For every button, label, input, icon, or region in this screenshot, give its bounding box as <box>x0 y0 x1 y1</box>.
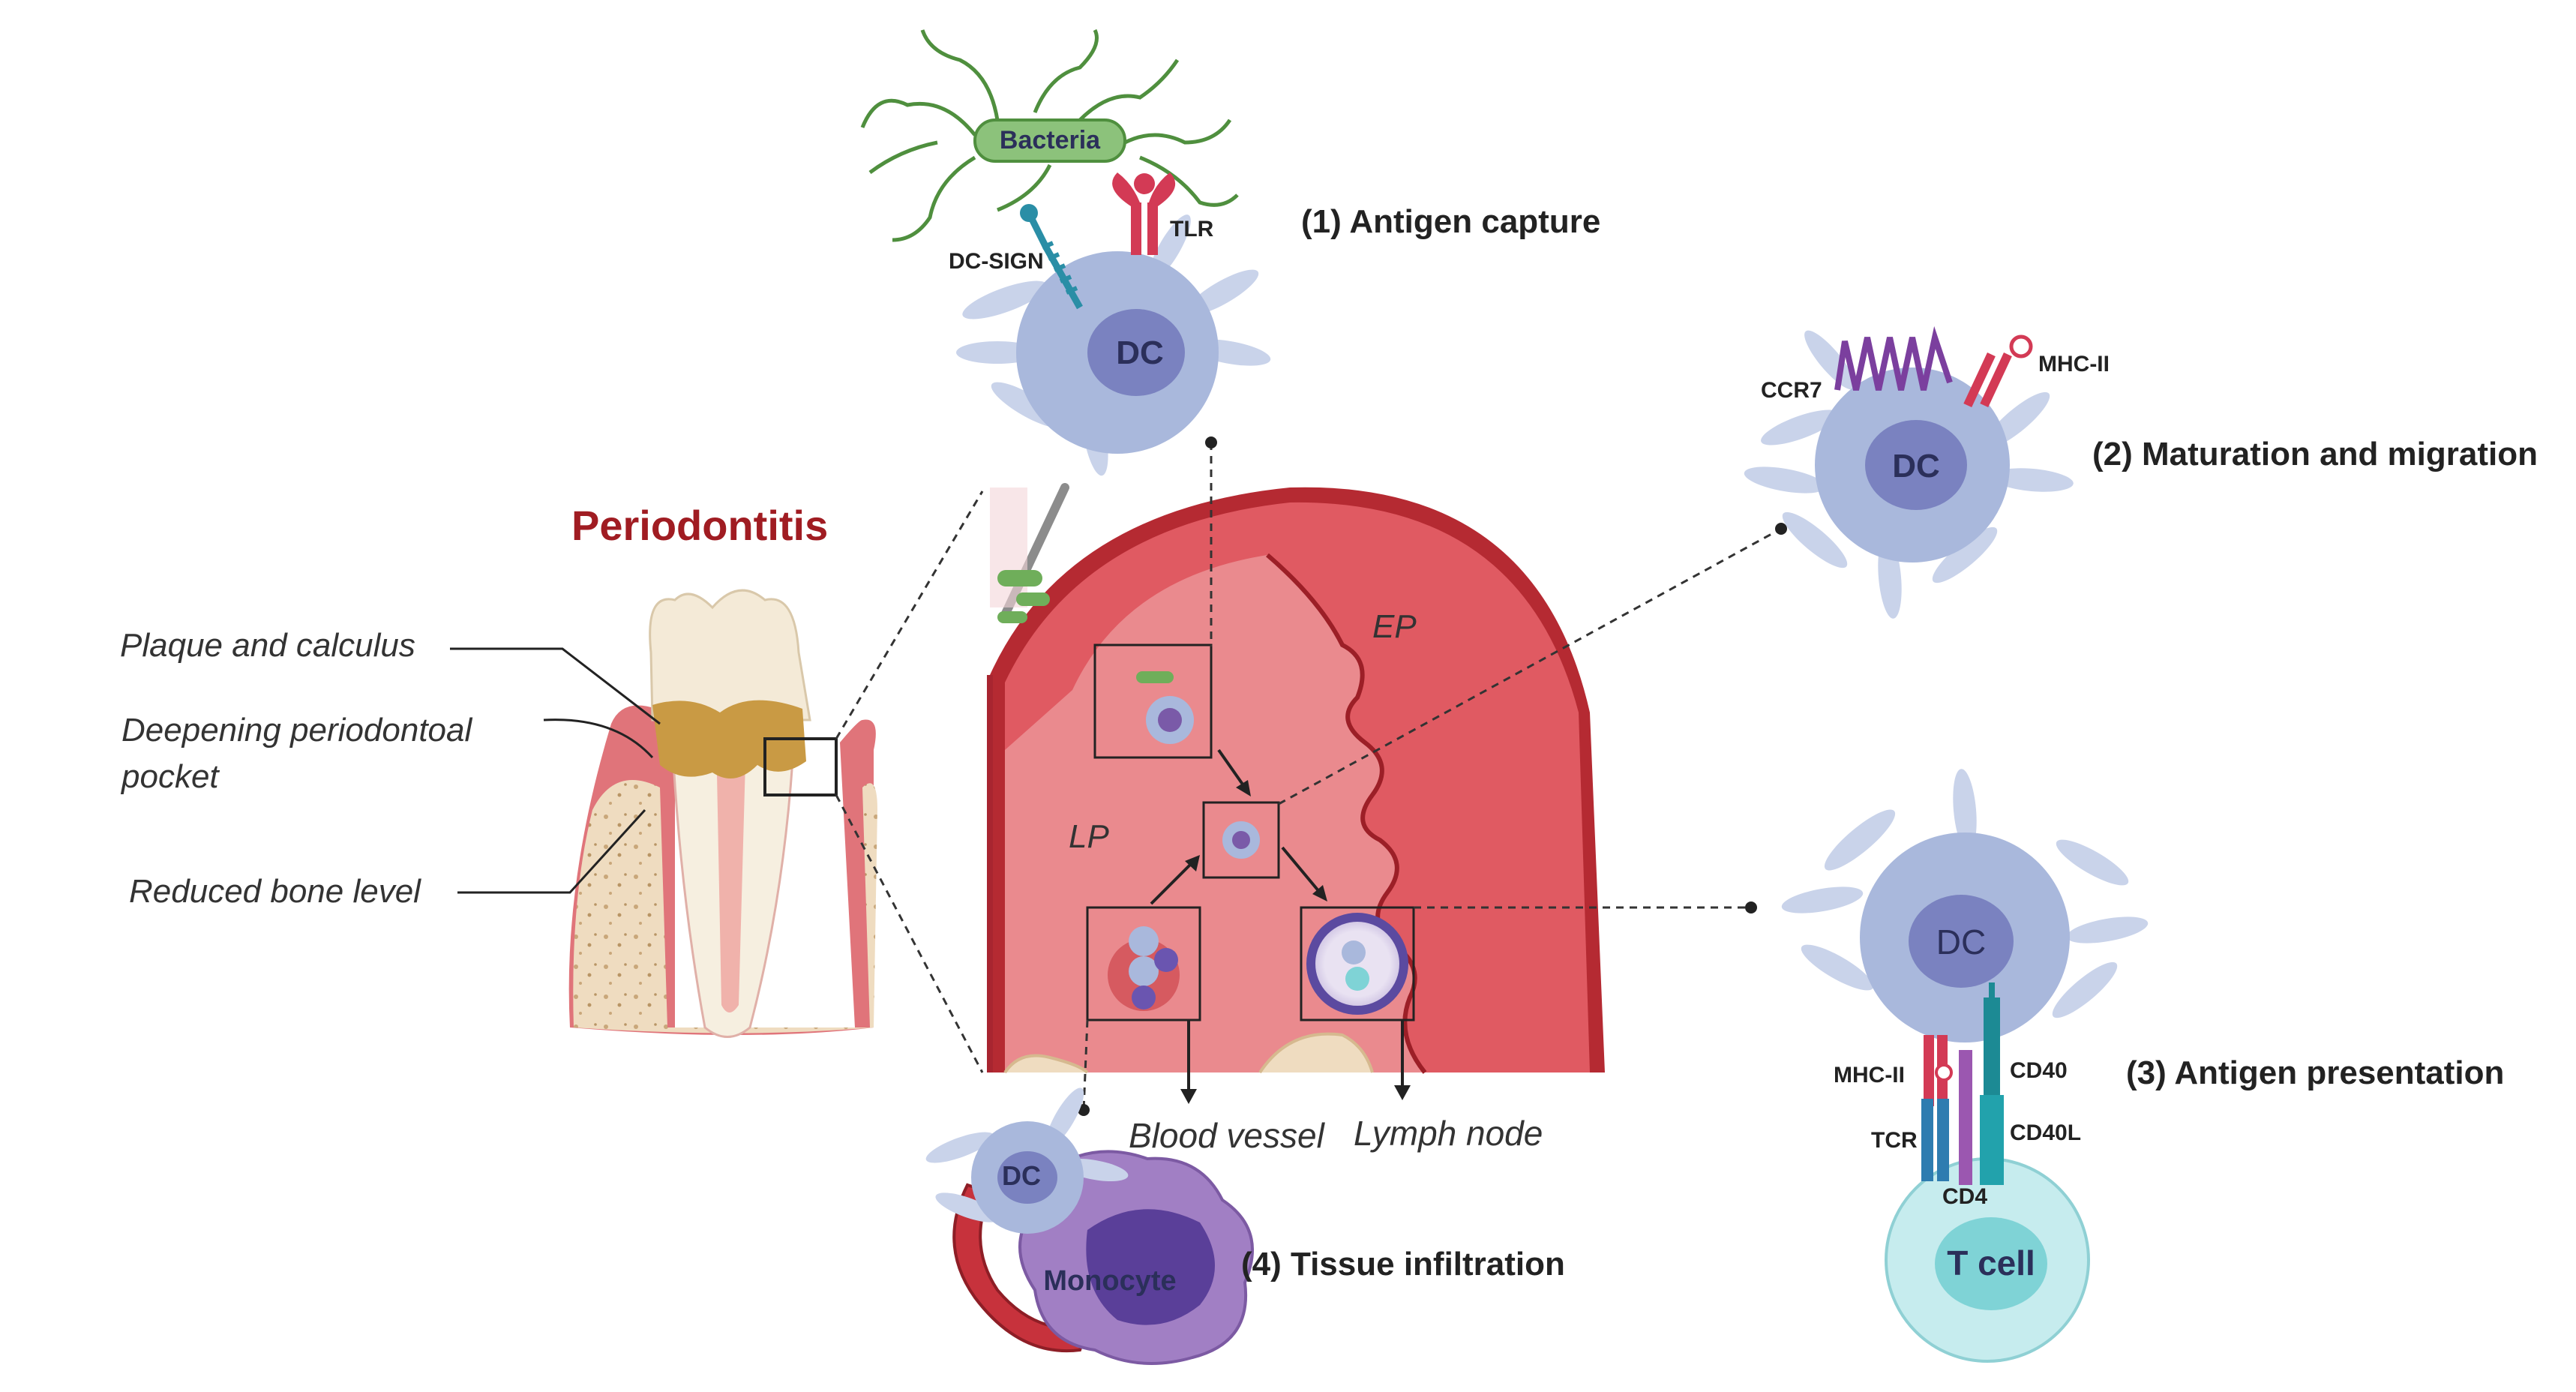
dot-maturation <box>1775 523 1787 535</box>
tissue-detail-boxes <box>1086 644 1415 1022</box>
tcr-bar <box>1921 1099 1933 1181</box>
tlr-label: TLR <box>1170 217 1214 242</box>
box-antigen-capture <box>1093 644 1213 759</box>
zoom-line-lower <box>835 794 984 1073</box>
monocyte-label: Monocyte <box>1043 1265 1176 1297</box>
tissue-mini-cells <box>1108 671 1408 1015</box>
mhc-ii-label-maturation: MHC-II <box>2038 352 2110 376</box>
dc-maturation-nucleus <box>1865 420 1967 510</box>
bone-edge <box>1003 1032 1374 1074</box>
dc-sign-label: DC-SIGN <box>949 249 1044 274</box>
dc-infiltration-label: DC <box>1002 1160 1041 1191</box>
tissue-bacteria-cluster <box>997 570 1050 623</box>
dot-capture <box>1205 436 1217 448</box>
zoom-lines-tooth <box>835 490 984 1073</box>
mini-lymph-dc <box>1342 940 1366 964</box>
mini-monocyte-1 <box>1154 948 1178 972</box>
monocyte-nucleus <box>1086 1209 1215 1325</box>
t-cell-label: T cell <box>1947 1244 2035 1282</box>
box-migrating-dc <box>1202 801 1280 879</box>
label-lymph-node: Lymph node <box>1354 1114 1543 1153</box>
bacteria-flagella <box>860 28 1239 242</box>
synapse-receptors <box>1921 982 2004 1185</box>
plaque-leader <box>450 647 661 725</box>
cd40-bar <box>1984 998 2000 1102</box>
bacteria-label: Bacteria <box>1000 126 1101 154</box>
tcr-label: TCR <box>1871 1128 1918 1153</box>
cd40l-bar <box>1980 1095 2004 1185</box>
step-antigen-capture: (1) Antigen capture <box>1301 203 1600 240</box>
pocket-leader <box>543 718 654 759</box>
label-lp: LP <box>1069 818 1109 855</box>
dc-presentation-label: DC <box>1936 922 1986 962</box>
dc-capture-nucleus <box>1087 309 1185 396</box>
step-tissue-infiltration: (4) Tissue infiltration <box>1241 1246 1565 1282</box>
ccr7-receptor <box>1834 326 1953 391</box>
zoom-line-upper <box>835 490 984 740</box>
tooth-illustration <box>568 589 877 1038</box>
dc-capture: Bacteria DC DC-SIGN TLR <box>860 28 1271 476</box>
mini-dc-2-nucleus <box>1232 831 1250 849</box>
dc-infiltration-nucleus <box>997 1151 1057 1204</box>
box-lymph-node <box>1300 906 1415 1022</box>
label-blood-vessel: Blood vessel <box>1129 1116 1326 1155</box>
dc-presentation-dendrites <box>1781 769 2149 1018</box>
mini-lymph-tcell <box>1345 967 1369 991</box>
dc-capture-label: DC <box>1116 334 1164 371</box>
tissue-arrows <box>1150 748 1411 1104</box>
step-antigen-presentation: (3) Antigen presentation <box>2126 1054 2504 1091</box>
tooth-leader-lines <box>450 647 661 894</box>
label-ep: EP <box>1372 608 1417 645</box>
bone-leader <box>457 808 646 894</box>
dc-sign-receptor <box>1020 204 1083 310</box>
box-blood-vessel <box>1086 906 1201 1022</box>
mini-dc-4 <box>1129 956 1159 986</box>
label-pocket-line1: Deepening periodontoal <box>121 712 472 748</box>
bacteria-body <box>973 118 1126 163</box>
cd4-label: CD4 <box>1942 1184 1987 1209</box>
blood-vessel-wall <box>952 1183 1090 1353</box>
plaque-calculus <box>652 700 806 778</box>
dot-presentation <box>1745 902 1757 914</box>
dc-maturation: DC CCR7 MHC-II <box>1744 326 2110 619</box>
mini-monocyte-2 <box>1132 986 1156 1010</box>
connector-lines <box>1082 442 1782 1111</box>
tooth-crown <box>649 589 811 722</box>
jaw-bone <box>573 780 877 1034</box>
label-pocket-line2: pocket <box>120 758 220 795</box>
arrow-migrate-to-lymph <box>1281 846 1321 894</box>
gingival-tissue <box>987 483 1605 1074</box>
mhc-ii-label-presentation: MHC-II <box>1834 1063 1905 1088</box>
cd40-label: CD40 <box>2010 1058 2068 1083</box>
mini-dc-1-nucleus <box>1158 708 1182 732</box>
cd40l-label: CD40L <box>2010 1120 2081 1145</box>
connector-infiltration <box>1082 1019 1089 1111</box>
label-plaque-calculus: Plaque and calculus <box>120 627 415 664</box>
label-reduced-bone: Reduced bone level <box>129 873 421 910</box>
dc-presentation: DC T cell MHC-II TCR CD4 CD40 CD40L <box>1781 769 2149 1363</box>
figure-title: Periodontitis <box>571 502 828 549</box>
probe-backdrop <box>990 488 1027 608</box>
cd4-bar <box>1959 1050 1972 1185</box>
t-cell-nucleus <box>1935 1217 2047 1310</box>
mhc-ii-bar <box>1924 1035 1934 1106</box>
arrow-vessel-to-migrate <box>1150 861 1194 905</box>
ccr7-label: CCR7 <box>1761 378 1822 403</box>
tlr-receptor <box>1112 172 1176 255</box>
zoom-box-gum <box>763 737 838 796</box>
mini-dc-3 <box>1129 926 1159 956</box>
mini-bacterium <box>1136 671 1174 683</box>
dc-presentation-nucleus <box>1909 895 2014 988</box>
step-maturation-migration: (2) Maturation and migration <box>2092 436 2538 472</box>
arrow-capture-to-migrate <box>1217 748 1246 789</box>
mhc-ii-receptor-maturation <box>1963 334 2033 408</box>
connector-maturation <box>1278 527 1782 806</box>
dc-maturation-label: DC <box>1892 448 1940 484</box>
dc-infiltration: Monocyte DC <box>925 1088 1254 1365</box>
root-canal <box>716 735 746 1012</box>
